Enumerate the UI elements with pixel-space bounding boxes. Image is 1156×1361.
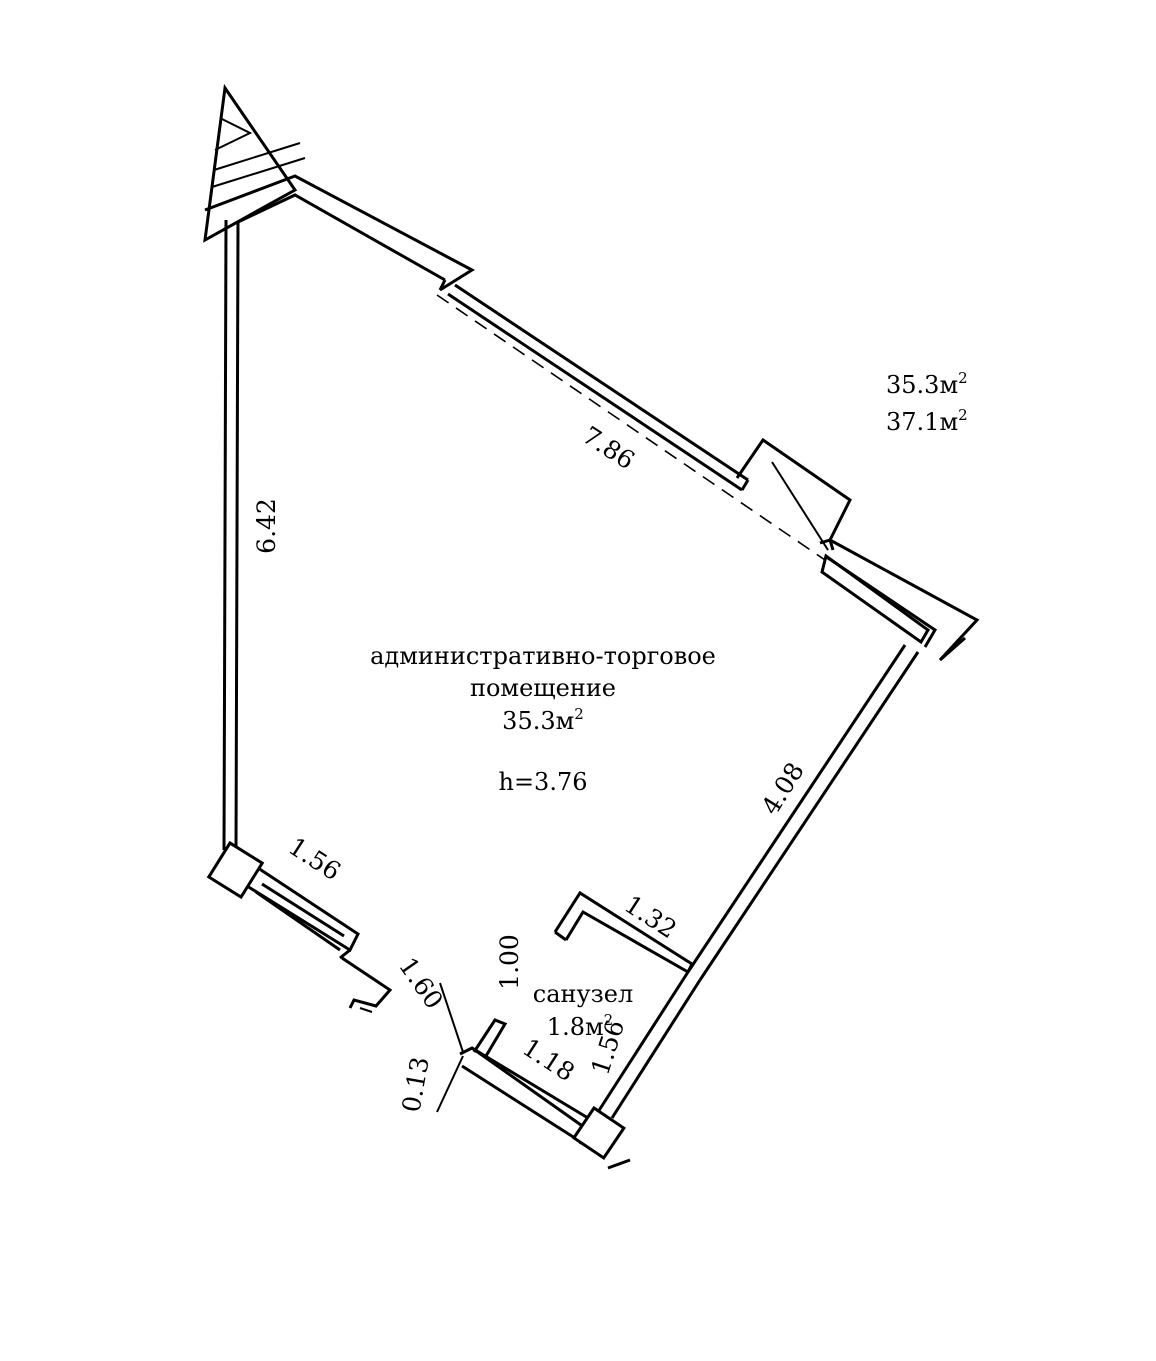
room-height: h=3.76 (498, 768, 587, 796)
top-wall (204, 174, 826, 561)
entrance-marker (436, 982, 464, 1113)
room-name-line2: помещение (470, 674, 616, 702)
bathroom-partition (472, 890, 694, 1057)
summary-area-full: 37.1м2 (886, 406, 968, 436)
top-left-corner-wedge (203, 83, 306, 243)
dim-bath-wall-left: 1.00 (495, 934, 524, 990)
bottom-bath-wall (459, 1046, 631, 1170)
room-name-line1: административно-торговое (370, 642, 716, 670)
labels: 35.3м2 37.1м2 административно-торговое п… (252, 369, 968, 1114)
dim-small-offset: 0.13 (397, 1055, 435, 1115)
right-wall (596, 644, 920, 1119)
dim-top-wall: 7.86 (577, 421, 639, 476)
dim-bottom-left-window: 1.56 (283, 832, 345, 887)
dim-bath-wall-top: 1.32 (619, 890, 681, 945)
summary-area-main: 35.3м2 (886, 369, 968, 399)
bottom-left-window (206, 840, 393, 1013)
door-frame (735, 437, 852, 551)
dim-right-wall: 4.08 (756, 757, 810, 820)
left-wall (222, 219, 240, 851)
bathroom-name: санузел (533, 980, 633, 1008)
dim-left-wall: 6.42 (252, 498, 281, 554)
room-area: 35.3м2 (502, 705, 584, 735)
bathroom-area: 1.8м2 (547, 1011, 613, 1041)
top-right-wall (820, 538, 980, 662)
